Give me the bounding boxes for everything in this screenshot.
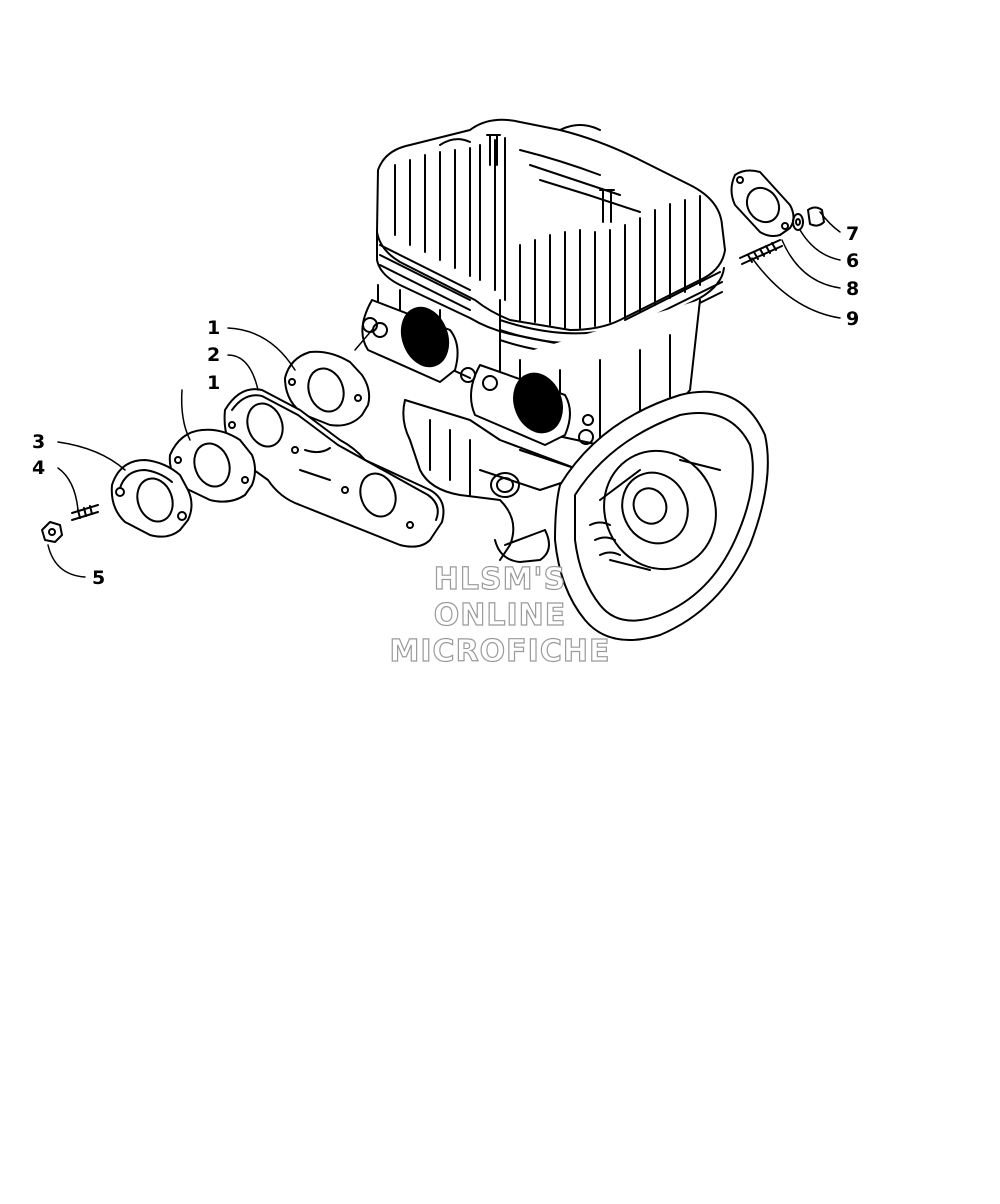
leader-8 bbox=[781, 239, 841, 289]
part-9-stud bbox=[739, 239, 783, 265]
leader-6 bbox=[799, 229, 841, 261]
leader-5 bbox=[47, 544, 86, 578]
callout-5: 5 bbox=[92, 567, 105, 589]
callout-4: 4 bbox=[32, 457, 45, 479]
leader-4 bbox=[57, 467, 79, 511]
callout-9: 9 bbox=[846, 308, 859, 330]
fan-housing bbox=[554, 390, 769, 641]
callout-1-upper: 1 bbox=[207, 317, 220, 339]
leader-1a bbox=[227, 327, 296, 371]
part-5-nut bbox=[41, 521, 63, 543]
callout-7: 7 bbox=[846, 223, 859, 245]
leader-7 bbox=[819, 211, 841, 233]
part-6-washer bbox=[792, 213, 804, 231]
callout-labels: 1 2 1 3 4 5 7 6 8 9 bbox=[32, 223, 859, 589]
part-4-stud bbox=[71, 504, 99, 521]
leader-gasket-to-port bbox=[354, 329, 373, 351]
part-7-nut bbox=[807, 206, 825, 227]
leader-1b bbox=[180, 389, 191, 441]
watermark-line-3: MICROFICHE bbox=[389, 633, 611, 669]
part-8-gasket bbox=[730, 169, 795, 237]
exhaust-ports bbox=[361, 299, 594, 446]
crankcase bbox=[402, 399, 581, 563]
leader-3 bbox=[57, 441, 126, 471]
callout-6: 6 bbox=[846, 250, 859, 272]
watermark-line-2: ONLINE bbox=[433, 597, 567, 633]
leader-lines bbox=[47, 211, 841, 578]
part-2-manifold-gasket bbox=[223, 388, 445, 548]
cylinder-head bbox=[376, 118, 726, 355]
leader-2 bbox=[227, 354, 259, 391]
callout-8: 8 bbox=[846, 278, 859, 300]
leader-9 bbox=[751, 257, 841, 319]
part-3-flange bbox=[110, 459, 193, 538]
watermark-line-1: HLSM'S bbox=[433, 561, 567, 597]
callout-3: 3 bbox=[32, 431, 45, 453]
callout-1-lower: 1 bbox=[207, 372, 220, 394]
callout-2: 2 bbox=[207, 344, 220, 366]
